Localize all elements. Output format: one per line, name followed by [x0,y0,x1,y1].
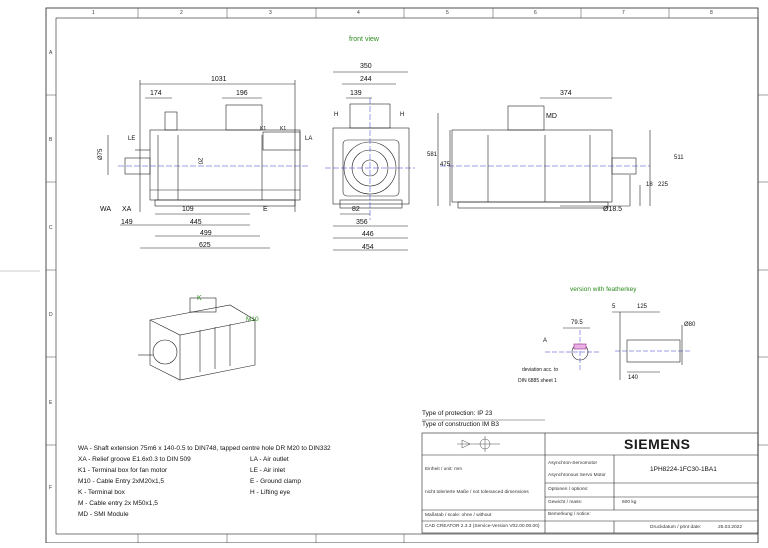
legend-m: M - Cable entry 2x M50x1,5 [78,500,158,507]
dim-374: 374 [560,90,572,97]
legend-xa: XA - Relief groove E1.6x0.3 to DIN 509 [78,456,191,463]
row-label-d: D [49,312,53,318]
row-label-a: A [49,50,53,56]
label-h-right: H [400,112,405,118]
legend-k: K - Terminal box [78,489,125,496]
label-a: A [543,338,548,344]
iso-label-m10: M10 [246,316,259,323]
dim-511: 511 [674,155,684,161]
dim-581: 581 [427,152,438,158]
label-le: LE [128,136,136,142]
keyway-view-label: version with featherkey [570,286,637,293]
tb-weight-value: 600 kg [622,500,637,505]
label-xa: XA [122,206,132,213]
dim-80: Ø80 [684,322,696,328]
iso-view [138,297,256,381]
tb-tolerance: nicht tolerierte Maße / not toleranced d… [425,490,529,495]
dim-174: 174 [150,90,162,97]
tb-order-no: 1PH8224-1FC30-1BA1 [650,466,717,473]
tb-desc-de: Asynchron-Servomotor [548,461,598,466]
legend-e: E - Ground clamp [250,478,301,485]
dim-625: 625 [199,242,211,249]
dim-445: 445 [190,219,202,226]
dim-1031: 1031 [211,76,227,83]
tb-print-date-label: Druckdatum / print date: [650,525,702,530]
front-view [325,71,415,251]
tb-print-date: 25.03.2022 [718,525,743,530]
legend-le: LE - Air inlet [250,467,286,474]
legend-la: LA - Air outlet [250,456,289,463]
dim-350: 350 [360,63,372,70]
label-h-left: H [334,112,339,118]
dim-140: 140 [628,375,639,381]
keyway-din: DIN 6885 sheet 1 [518,378,557,384]
row-label-c: C [49,225,53,231]
col-label-7: 7 [622,10,625,16]
dim-446: 446 [362,231,374,238]
inner-frame [55,17,759,535]
legend-m10: M10 - Cable Entry 2xM20x1,5 [78,478,164,485]
type-of-construction: Type of construction IM B3 [422,421,499,428]
label-k1-b: K1 [280,126,287,132]
dim-475: 475 [440,162,451,168]
iso-label-k: K [197,295,202,302]
label-md: MD [546,113,557,120]
legend-md: MD - SMI Module [78,511,129,518]
keyway-deviation: deviation acc. to [522,367,559,373]
dim-125: 125 [637,304,648,310]
tb-options: Optionen / options: [548,487,589,492]
label-wa: WA [100,206,112,213]
dim-356: 356 [356,219,368,226]
dim-499: 499 [200,230,212,237]
dim-225: 225 [658,182,669,188]
col-label-1: 1 [92,10,95,16]
tb-desc-en: Asynchronous Servo Motor [548,473,606,478]
tb-creator: CAD CREATOR 2.3.3 (Service-Version V02.0… [425,524,540,529]
col-label-6: 6 [534,10,537,16]
type-of-protection: Type of protection: IP 23 [422,410,493,417]
dim-5: 5 [612,304,616,310]
siemens-logo: SIEMENS [624,436,691,452]
row-label-b: B [49,137,53,143]
dim-79-5: 79.5 [571,320,583,326]
dim-20: 20 [196,157,203,165]
tb-scale: Maßstab / scale: ohne / without [425,513,492,518]
dim-18-5: Ø18.5 [603,206,623,213]
label-la: LA [305,136,313,142]
dim-149: 149 [121,219,133,226]
dim-109: 109 [182,206,194,213]
col-label-4: 4 [357,10,360,16]
row-label-f: F [49,485,53,491]
dim-75: Ø75 [98,148,104,160]
col-label-3: 3 [269,10,272,16]
title-block [421,419,759,534]
col-label-2: 2 [180,10,183,16]
dim-139: 139 [350,90,362,97]
front-view-label: front view [349,36,379,43]
dim-18: 18 [646,182,653,188]
tb-weight-label: Gewicht / mass: [548,500,583,505]
dim-244: 244 [360,76,372,83]
tb-unit: Einheit / unit: mm [425,467,463,472]
tb-remark: Bemerkung / notice: [548,512,591,517]
keyway-view [545,311,690,380]
side-view [107,80,310,249]
legend-wa: WA - Shaft extension 75m6 x 140-0.5 to D… [78,445,331,452]
dim-454: 454 [362,244,374,251]
label-e-side: E [263,206,268,213]
dim-82: 82 [352,206,360,213]
legend-k1: K1 - Terminal box for fan motor [78,467,168,474]
row-label-e: E [49,400,53,406]
right-view [437,97,651,209]
label-k1: K1 [260,126,267,132]
col-label-8: 8 [710,10,713,16]
dim-196: 196 [236,90,248,97]
legend-h: H - Lifting eye [250,489,291,496]
col-label-5: 5 [446,10,449,16]
